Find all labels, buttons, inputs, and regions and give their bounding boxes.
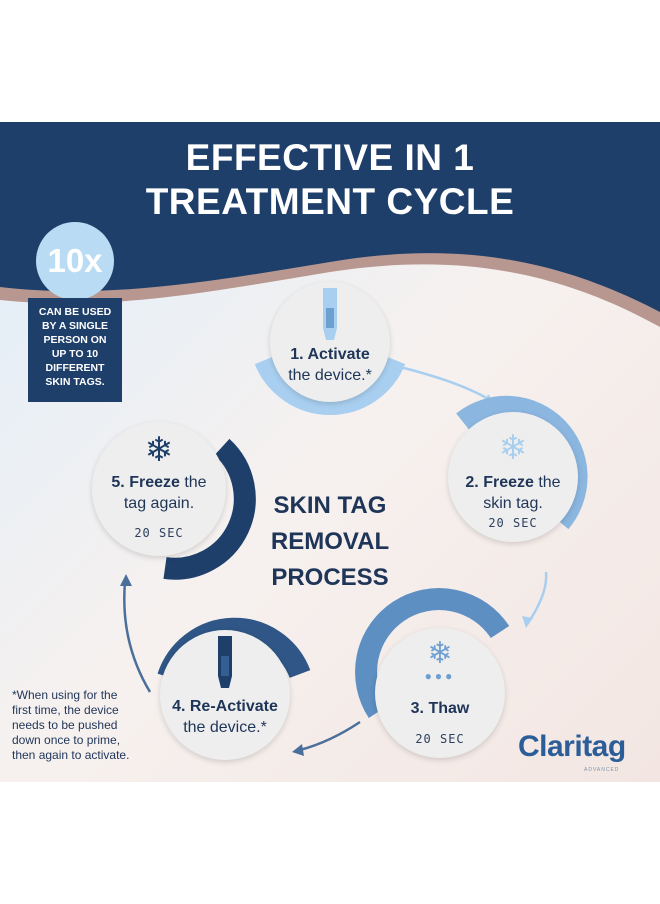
device-icon <box>323 288 337 340</box>
step-4-title: 4. Re-Activate <box>172 698 278 715</box>
process-title-line-1: SKIN TAG <box>273 492 387 519</box>
step-4-circle: 4. Re-Activate the device.* <box>160 630 290 760</box>
step-2-text: 2. Freeze the skin tag. <box>448 472 578 514</box>
headline-line-1: EFFECTIVE IN 1 <box>185 137 475 178</box>
device-icon <box>218 636 232 688</box>
usage-count-badge: 10x <box>36 222 114 300</box>
footnote-line: then again to activate. <box>12 748 130 762</box>
infographic-panel: EFFECTIVE IN 1 TREATMENT CYCLE 10x CAN B… <box>0 122 660 782</box>
step-5-circle: ❄ 5. Freeze the tag again. 20 SEC <box>92 422 226 556</box>
step-4-text: 4. Re-Activate the device.* <box>160 696 290 738</box>
usage-info-box: CAN BE USED BY A SINGLE PERSON ON UP TO … <box>28 298 122 402</box>
step-5-desc: tag again. <box>123 495 195 512</box>
brand-logo-sub: ADVANCED <box>584 767 620 773</box>
step-1-text: 1. Activate the device.* <box>270 344 390 386</box>
usage-info-line: BY A SINGLE <box>41 320 109 332</box>
footnote-line: down once to prime, <box>12 733 121 747</box>
step-3-text: 3. Thaw <box>375 698 505 719</box>
step-3-timer: 20 SEC <box>415 732 465 746</box>
step-3-circle: ❄●●● 3. Thaw 20 SEC <box>375 628 505 758</box>
usage-info-line: SKIN TAGS. <box>45 376 105 388</box>
footnote-line: *When using for the <box>12 688 118 702</box>
usage-info-line: PERSON ON <box>43 334 107 346</box>
footnote-line: needs to be pushed <box>12 718 118 732</box>
step-5-text: 5. Freeze the tag again. <box>92 472 226 514</box>
snowflake-drops-icon: ❄●●● <box>424 637 456 683</box>
step-4-desc: the device.* <box>183 719 267 736</box>
headline-line-2: TREATMENT CYCLE <box>145 181 515 222</box>
step-5-title: 5. Freeze <box>111 474 180 491</box>
process-title-line-3: PROCESS <box>271 564 389 591</box>
footnote: *When using for the first time, the devi… <box>12 688 162 763</box>
step-1-desc: the device.* <box>288 367 372 384</box>
step-5-desc-inline: the <box>179 474 207 491</box>
usage-info-line: UP TO 10 <box>51 348 99 360</box>
usage-info-line: DIFFERENT <box>45 362 105 374</box>
step-1-circle: 1. Activate the device.* <box>270 282 390 402</box>
brand-logo: Claritag <box>518 730 626 763</box>
headline: EFFECTIVE IN 1 TREATMENT CYCLE <box>0 136 660 224</box>
step-3-title: 3. Thaw <box>410 700 470 717</box>
step-1-title: 1. Activate <box>290 346 370 363</box>
step-5-timer: 20 SEC <box>134 526 184 540</box>
step-2-title: 2. Freeze <box>465 474 534 491</box>
process-title-line-2: REMOVAL <box>270 528 390 555</box>
snowflake-icon: ❄ <box>498 429 528 467</box>
process-title: SKIN TAG REMOVAL PROCESS <box>240 488 420 596</box>
step-2-timer: 20 SEC <box>488 516 538 530</box>
step-2-circle: ❄ 2. Freeze the skin tag. 20 SEC <box>448 412 578 542</box>
footnote-line: first time, the device <box>12 703 119 717</box>
snowflake-icon: ❄ <box>144 431 174 469</box>
usage-info-line: CAN BE USED <box>38 306 112 318</box>
step-2-desc: skin tag. <box>483 495 543 512</box>
step-2-desc-inline: the <box>533 474 561 491</box>
